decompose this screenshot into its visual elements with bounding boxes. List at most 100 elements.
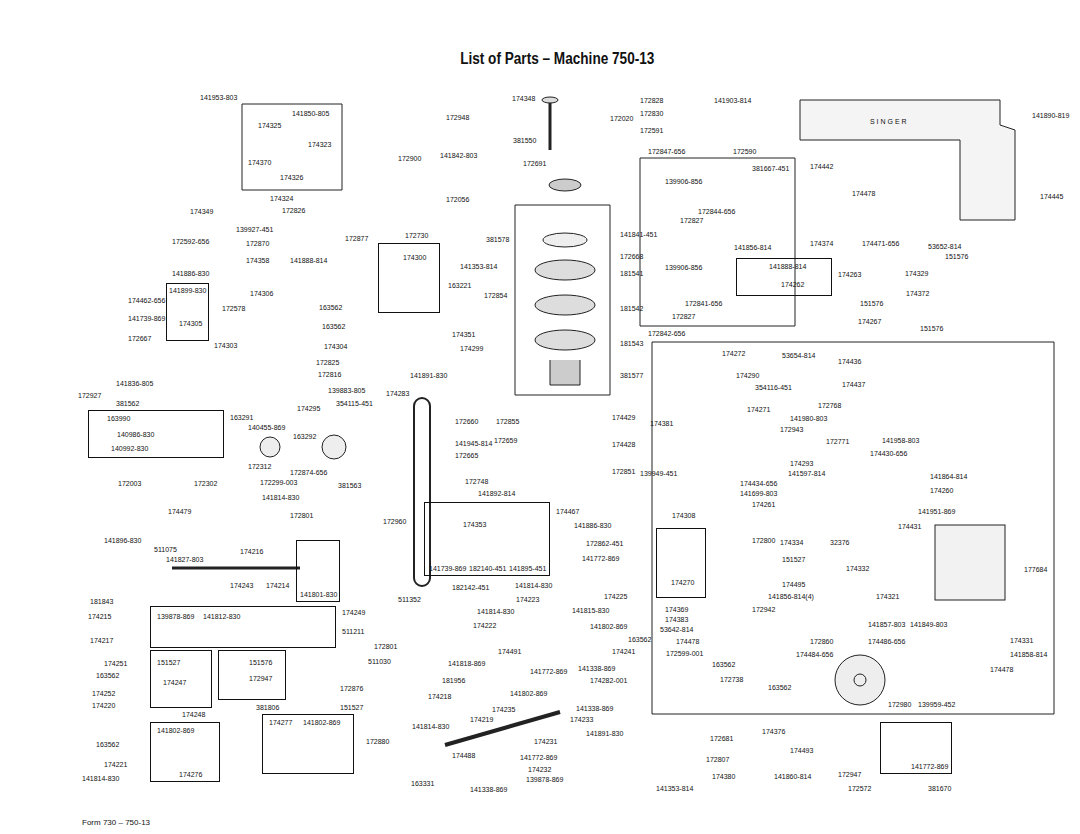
part-number: 141864-814 bbox=[930, 473, 967, 481]
part-number: 181843 bbox=[90, 598, 113, 606]
part-number: 141353-814 bbox=[460, 263, 497, 271]
shaft bbox=[445, 712, 560, 745]
part-number: 174303 bbox=[214, 342, 237, 350]
part-number: 141849-803 bbox=[910, 621, 947, 629]
part-number: 181542 bbox=[620, 305, 643, 313]
part-number: 141802-869 bbox=[510, 690, 547, 698]
inset-box: 174300 bbox=[378, 243, 440, 313]
part-number: 172880 bbox=[366, 738, 389, 746]
part-number: 141353-814 bbox=[656, 785, 693, 793]
part-number: 141827-803 bbox=[166, 556, 203, 564]
part-number: 174263 bbox=[838, 271, 861, 279]
part-number: 174493 bbox=[790, 747, 813, 755]
part-number: 141856-814(4) bbox=[768, 593, 814, 601]
part-number: 172578 bbox=[222, 305, 245, 313]
part-number: 172851 bbox=[612, 468, 635, 476]
part-number: 174479 bbox=[168, 508, 191, 516]
part-number: 141860-814 bbox=[774, 773, 811, 781]
part-number: 163562 bbox=[712, 661, 735, 669]
part-number: 139878-869 bbox=[157, 613, 194, 621]
part-number: 141951-869 bbox=[918, 508, 955, 516]
part-number: 174276 bbox=[179, 771, 202, 779]
part-number: 174351 bbox=[452, 331, 475, 339]
part-number: 141338-869 bbox=[578, 665, 615, 673]
inset-box: 174277141802-869 bbox=[262, 714, 354, 774]
screw-head bbox=[542, 97, 558, 103]
part-number: 163331 bbox=[411, 780, 434, 788]
part-number: 141814-830 bbox=[82, 775, 119, 783]
part-number: 141945-814 bbox=[455, 440, 492, 448]
part-number: 172800 bbox=[752, 537, 775, 545]
part-number: 174251 bbox=[104, 660, 127, 668]
pulley bbox=[322, 435, 346, 459]
part-number: 174429 bbox=[612, 414, 635, 422]
part-number: 139927-451 bbox=[236, 226, 273, 234]
part-number: 174241 bbox=[612, 648, 635, 656]
part-number: 172056 bbox=[446, 196, 469, 204]
part-number: 511352 bbox=[398, 596, 421, 604]
part-number: 174324 bbox=[270, 195, 293, 203]
part-number: 172876 bbox=[340, 685, 363, 693]
part-number: 140986-830 bbox=[117, 431, 154, 439]
part-number: 174478 bbox=[852, 190, 875, 198]
part-number: 53654-814 bbox=[782, 352, 815, 360]
part-number: 174478 bbox=[990, 666, 1013, 674]
part-number: 163562 bbox=[628, 636, 651, 644]
part-number: 174484-656 bbox=[796, 651, 833, 659]
part-number: 174235 bbox=[492, 706, 515, 714]
plate bbox=[935, 525, 1005, 600]
part-number: 172842-656 bbox=[648, 330, 685, 338]
part-number: 174267 bbox=[858, 318, 881, 326]
part-number: 174380 bbox=[712, 773, 735, 781]
part-number: 172668 bbox=[620, 253, 643, 261]
part-number: 172590 bbox=[733, 148, 756, 156]
part-number: 174214 bbox=[266, 582, 289, 590]
part-number: 174428 bbox=[612, 441, 635, 449]
part-number: 151576 bbox=[920, 325, 943, 333]
part-number: 174442 bbox=[810, 163, 833, 171]
part-number: 172768 bbox=[818, 402, 841, 410]
part-number: 172948 bbox=[446, 114, 469, 122]
part-number: 174372 bbox=[906, 290, 929, 298]
part-number: 174488 bbox=[452, 752, 475, 760]
part-number: 381550 bbox=[513, 137, 536, 145]
cover-plate bbox=[800, 100, 1015, 220]
part-number: 174491 bbox=[498, 648, 521, 656]
part-number: 511211 bbox=[342, 628, 364, 636]
part-number: 174262 bbox=[781, 281, 804, 289]
part-number: 172807 bbox=[706, 756, 729, 764]
part-number: 174243 bbox=[230, 582, 253, 590]
group-frame bbox=[652, 342, 1054, 714]
part-number: 163562 bbox=[319, 304, 342, 312]
part-number: 174383 bbox=[665, 616, 688, 624]
part-number: 141814-830 bbox=[412, 723, 449, 731]
part-number: 53652-814 bbox=[928, 243, 961, 251]
part-number: 172960 bbox=[383, 518, 406, 526]
part-number: 172020 bbox=[610, 115, 633, 123]
part-number: 141814-830 bbox=[515, 582, 552, 590]
part-number: 174334 bbox=[780, 539, 803, 547]
part-number: 141888-814 bbox=[769, 263, 806, 271]
pulley bbox=[835, 655, 885, 705]
part-number: 174326 bbox=[280, 174, 303, 182]
part-number: 151527 bbox=[157, 659, 180, 667]
part-number: 141903-814 bbox=[714, 97, 751, 105]
part-number: 172665 bbox=[455, 452, 478, 460]
part-number: 174329 bbox=[905, 270, 928, 278]
part-number: 141850-805 bbox=[292, 110, 329, 118]
part-number: 141814-830 bbox=[262, 494, 299, 502]
part-number: 141890-819 bbox=[1032, 112, 1069, 120]
part-number: 141836-805 bbox=[116, 380, 153, 388]
part-number: 172828 bbox=[640, 97, 663, 105]
part-number: 174369 bbox=[665, 606, 688, 614]
part-number: 174358 bbox=[246, 257, 269, 265]
part-number: 141812-830 bbox=[203, 613, 240, 621]
part-number: 172599-001 bbox=[666, 650, 703, 658]
part-number: 172947 bbox=[838, 771, 861, 779]
part-number: 381667-451 bbox=[752, 165, 789, 173]
part-number: 181543 bbox=[620, 340, 643, 348]
part-number: 174370 bbox=[248, 159, 271, 167]
part-number: 174271 bbox=[747, 406, 770, 414]
part-number: 174233 bbox=[570, 716, 593, 724]
part-number: 172299-003 bbox=[260, 479, 297, 487]
